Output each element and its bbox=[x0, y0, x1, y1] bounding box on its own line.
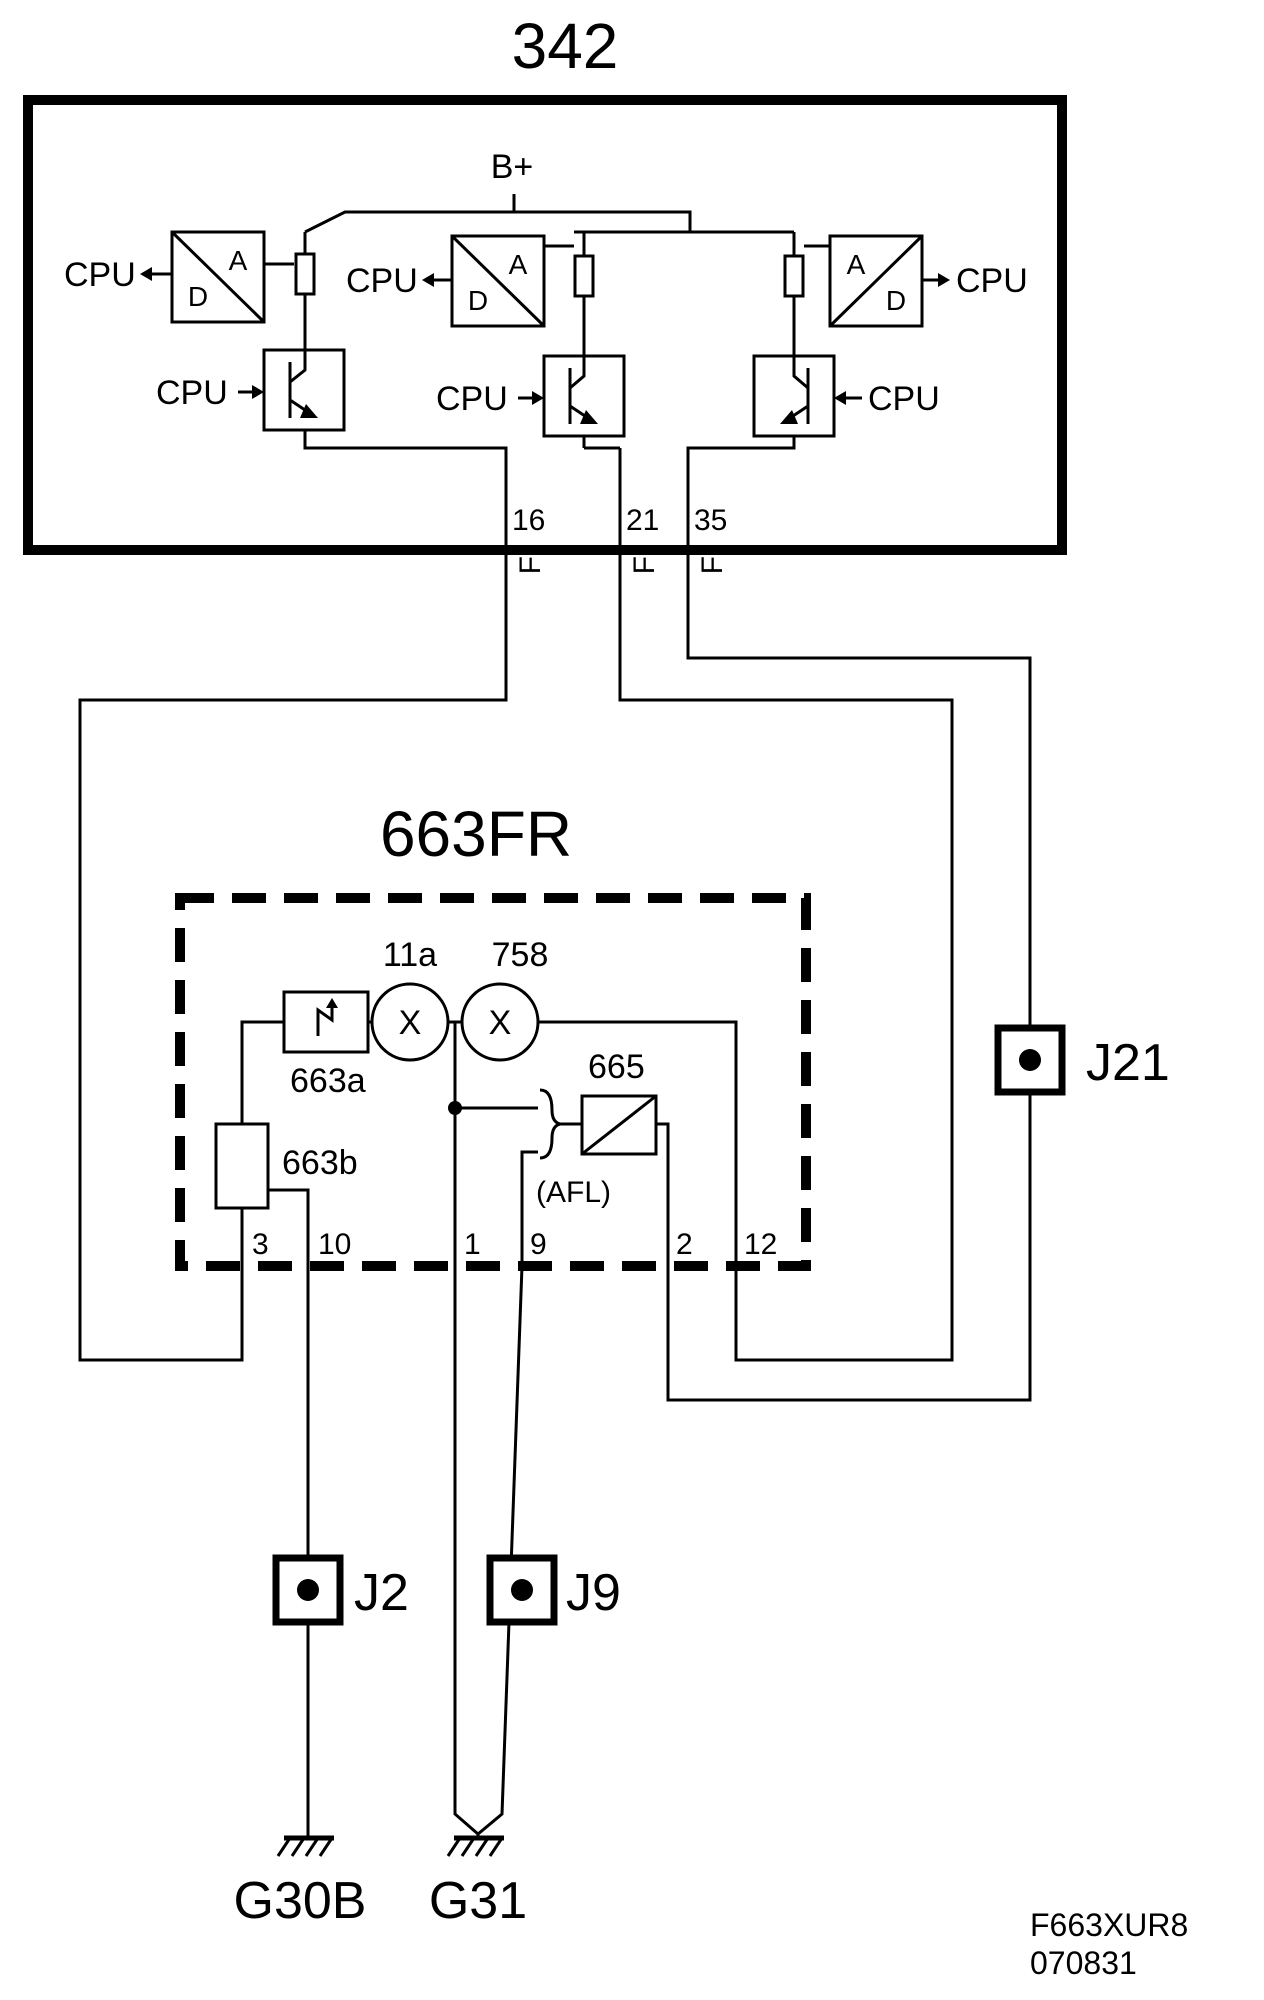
ecu-342-box bbox=[23, 95, 1067, 555]
unit-pin-9: 9 bbox=[530, 1228, 547, 1261]
wire-16-to-3 bbox=[78, 550, 508, 1362]
label-g30b: G30B bbox=[234, 1872, 367, 1930]
label-afl: (AFL) bbox=[536, 1176, 611, 1209]
label-665: 665 bbox=[588, 1048, 645, 1086]
wire-35-to-2 bbox=[666, 550, 1032, 1402]
unit-pin-3: 3 bbox=[252, 1228, 269, 1261]
unit-pin-2: 2 bbox=[676, 1228, 693, 1261]
label-j9: J9 bbox=[566, 1564, 621, 1622]
cpu-label-2: CPU bbox=[156, 374, 228, 412]
pin-marker-21: F bbox=[628, 556, 661, 574]
ad-right-d: D bbox=[886, 285, 906, 316]
label-j2: J2 bbox=[354, 1564, 409, 1622]
cpu-label-5: CPU bbox=[956, 262, 1028, 300]
lamp-758-x: X bbox=[489, 1004, 512, 1042]
ground-g30b-symbol bbox=[276, 1835, 334, 1857]
ad-mid-a: A bbox=[509, 249, 528, 280]
component-663b bbox=[214, 1122, 270, 1210]
pin-marker-16: F bbox=[514, 556, 547, 574]
resistor-right bbox=[783, 254, 805, 298]
ground-g31-symbol bbox=[446, 1834, 504, 1857]
lamp-11a-x: X bbox=[399, 1004, 422, 1042]
label-j21: J21 bbox=[1086, 1034, 1170, 1092]
unit-pin-12: 12 bbox=[744, 1228, 777, 1261]
ecu-wire-16 bbox=[303, 430, 508, 550]
unit-title: 663FR bbox=[380, 798, 572, 870]
ecu-pin-21: 21 bbox=[626, 504, 659, 537]
unit-663fr-box bbox=[175, 893, 811, 1271]
wire-1-9-to-g31 bbox=[453, 1265, 524, 1836]
label-g31: G31 bbox=[429, 1872, 527, 1930]
cpu-label-4: CPU bbox=[436, 380, 508, 418]
connector-j9 bbox=[486, 1554, 558, 1626]
ad-left-a: A bbox=[229, 245, 248, 276]
lamp-758-label: 758 bbox=[492, 936, 549, 974]
supply-label: B+ bbox=[491, 148, 534, 186]
ecu-pin-35: 35 bbox=[694, 504, 727, 537]
component-663a bbox=[282, 990, 370, 1054]
unit-pin-10: 10 bbox=[318, 1228, 351, 1261]
cpu-label-1: CPU bbox=[64, 256, 136, 294]
label-663a: 663a bbox=[290, 1062, 366, 1100]
ecu-pin-16: 16 bbox=[512, 504, 545, 537]
ad-mid-d: D bbox=[468, 285, 488, 316]
resistor-middle bbox=[573, 254, 595, 298]
wire-21-to-12 bbox=[618, 550, 954, 1362]
ad-right-a: A bbox=[847, 249, 866, 280]
cpu-label-3: CPU bbox=[346, 262, 418, 300]
ad-left-d: D bbox=[188, 281, 208, 312]
cpu-label-6: CPU bbox=[868, 380, 940, 418]
resistor-left bbox=[294, 252, 316, 296]
lamp-11a-label: 11a bbox=[383, 936, 437, 974]
label-663b: 663b bbox=[282, 1144, 358, 1182]
unit-pin-1: 1 bbox=[464, 1228, 481, 1261]
drawing-code: F663XUR8 bbox=[1030, 1907, 1188, 1943]
afl-brace bbox=[539, 1088, 561, 1160]
pin-marker-35: F bbox=[696, 556, 729, 574]
supply-rail bbox=[304, 210, 692, 234]
drawing-date: 070831 bbox=[1030, 1945, 1137, 1981]
ecu-title: 342 bbox=[512, 10, 619, 82]
ecu-wire-35 bbox=[686, 436, 796, 550]
